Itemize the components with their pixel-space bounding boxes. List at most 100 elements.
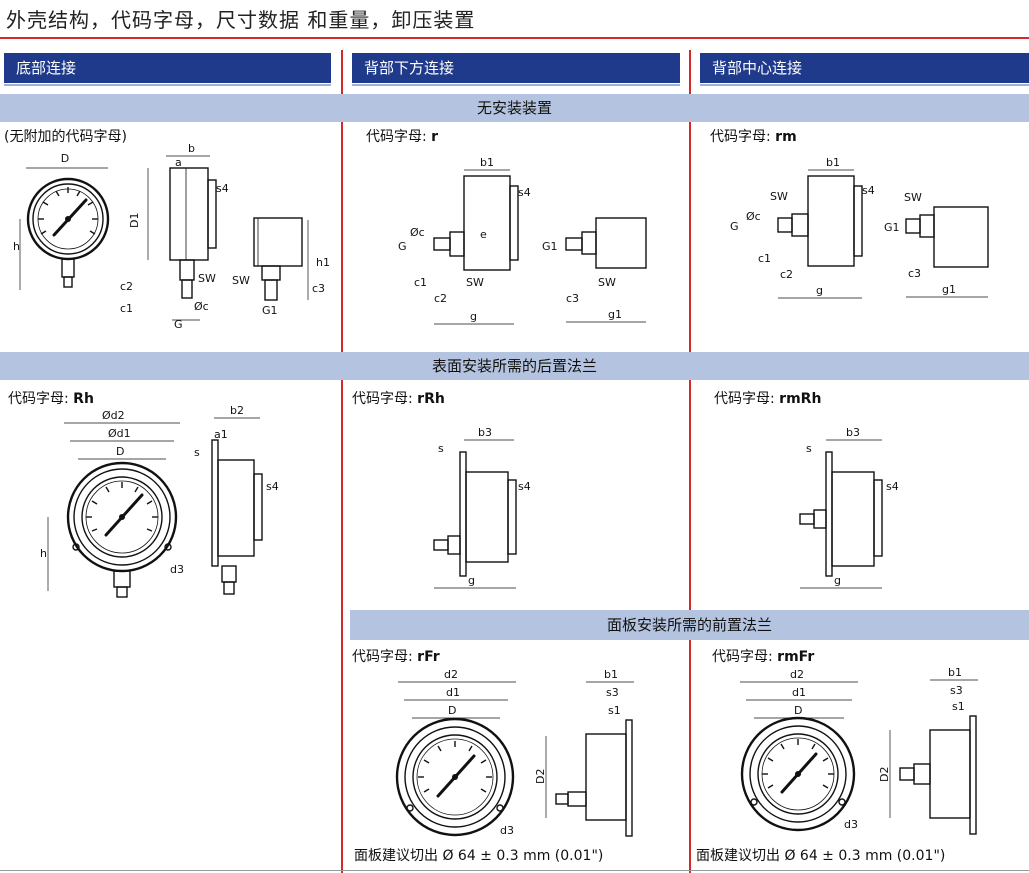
drawing-bottom-side: b a s4 D1 SW c2 c1 Øc G (120, 142, 229, 331)
dim-label: SW (904, 191, 922, 204)
drawing-r-detail: G1 SW c3 g1 (542, 217, 647, 323)
dim-label: c2 (120, 280, 133, 293)
code-rmRh: 代码字母: rmRh (714, 391, 822, 407)
dim-label: Øc (194, 300, 209, 313)
dim-label: b1 (604, 668, 618, 681)
dim-label: s4 (518, 186, 531, 199)
dim-label: g (468, 574, 475, 587)
code-rRh: 代码字母: rRh (352, 391, 445, 407)
dim-label: G1 (542, 240, 558, 253)
bottom-rule (0, 870, 1029, 871)
dim-label: Ød1 (108, 427, 131, 440)
dim-label: g (834, 574, 841, 587)
dim-label: c2 (434, 292, 447, 305)
dim-label: h (40, 547, 47, 560)
page-title: 外壳结构，代码字母，尺寸数据 和重量，卸压装置 (6, 8, 476, 32)
drawing-rmFr-side: b1 s3 s1 D2 (878, 666, 978, 835)
drawing-rmFr-front: d2 d1 D d3 (740, 668, 858, 832)
dim-label: s (438, 442, 444, 455)
dim-label: b (188, 142, 195, 155)
drawing-rm-detail: SW G1 c3 g1 (884, 191, 989, 298)
section-front-flange: 面板安装所需的前置法兰 (350, 610, 1029, 640)
dim-label: s (194, 446, 200, 459)
column-header-rule (4, 84, 331, 86)
panel-cutout-note-1: 面板建议切出 Ø 64 ± 0.3 mm (0.01") (354, 848, 604, 864)
dim-label: s4 (886, 480, 899, 493)
dim-label: D (448, 704, 456, 717)
drawing-bottom-detail: SW G1 h1 c3 (232, 217, 330, 317)
dim-label: c1 (414, 276, 427, 289)
code-Rh: 代码字母: Rh (8, 391, 94, 407)
drawing-bottom-front: D h (13, 152, 110, 290)
dim-label: s (806, 442, 812, 455)
gauge-scale (38, 187, 98, 235)
dim-label: d2 (790, 668, 804, 681)
dim-label: G (174, 318, 183, 331)
drawing-rm-side: b1 s4 SW G Øc c1 c2 g (730, 156, 875, 299)
drawing-rFr-front: d2 d1 D d3 (395, 668, 516, 837)
dim-label: b3 (846, 426, 860, 439)
dim-label: s4 (518, 480, 531, 493)
title-rule (0, 37, 1029, 39)
dim-label: b1 (826, 156, 840, 169)
dim-label: G (730, 220, 739, 233)
section-no-mount: 无安装装置 (0, 94, 1029, 122)
dim-label: Ød2 (102, 409, 125, 422)
dim-label: d1 (792, 686, 806, 699)
dim-label: e (480, 228, 487, 241)
column-divider-2 (689, 50, 691, 873)
dim-label: h (13, 240, 20, 253)
dim-label: c3 (566, 292, 579, 305)
dim-label: s3 (606, 686, 619, 699)
dim-label: d3 (844, 818, 858, 831)
column-header-rule (352, 84, 680, 86)
section-rear-flange: 表面安装所需的后置法兰 (0, 352, 1029, 380)
dim-label: s4 (862, 184, 875, 197)
dim-label: b1 (480, 156, 494, 169)
dim-label: s4 (266, 480, 279, 493)
dim-label: c1 (120, 302, 133, 315)
dim-label: a1 (214, 428, 228, 441)
code-none: (无附加的代码字母) (4, 129, 127, 145)
drawing-rRh-side: b3 s s4 g (433, 426, 531, 589)
dim-label: G (398, 240, 407, 253)
dim-label: SW (198, 272, 216, 285)
dim-label: g1 (942, 283, 956, 296)
drawing-rFr-side: b1 s3 s1 D2 (534, 668, 634, 837)
dim-label: d3 (170, 563, 184, 576)
code-rm: 代码字母: rm (710, 129, 797, 145)
dim-label: D2 (534, 769, 547, 784)
dim-label: s1 (608, 704, 621, 717)
dim-label: b3 (478, 426, 492, 439)
drawing-r-side: b1 s4 e G Øc SW c1 c2 g (398, 156, 531, 325)
code-r: 代码字母: r (366, 129, 439, 145)
dim-label: s1 (952, 700, 965, 713)
column-header-back-center: 背部中心连接 (700, 53, 1029, 83)
dim-label: s4 (216, 182, 229, 195)
dim-label: G1 (262, 304, 278, 317)
dim-label: s3 (950, 684, 963, 697)
dim-label: d2 (444, 668, 458, 681)
drawing-Rh-side: b2 a1 s s4 (194, 404, 279, 595)
dim-label: c2 (780, 268, 793, 281)
dim-label: g (470, 310, 477, 323)
column-header-rule (700, 84, 1029, 86)
dim-label: a (175, 156, 182, 169)
dim-label: b1 (948, 666, 962, 679)
drawing-rmRh-side: b3 s s4 g (799, 426, 899, 589)
dim-label: D (61, 152, 69, 165)
dim-label: g (816, 284, 823, 297)
dim-label: G1 (884, 221, 900, 234)
code-rmFr: 代码字母: rmFr (712, 649, 815, 665)
dim-label: d1 (446, 686, 460, 699)
dim-label: c3 (908, 267, 921, 280)
dim-label: Øc (410, 226, 425, 239)
dim-label: c3 (312, 282, 325, 295)
dim-label: SW (598, 276, 616, 289)
dim-label: d3 (500, 824, 514, 837)
dim-label: SW (770, 190, 788, 203)
column-header-bottom: 底部连接 (4, 53, 331, 83)
dim-label: Øc (746, 210, 761, 223)
dim-label: b2 (230, 404, 244, 417)
dim-label: D1 (128, 213, 141, 228)
